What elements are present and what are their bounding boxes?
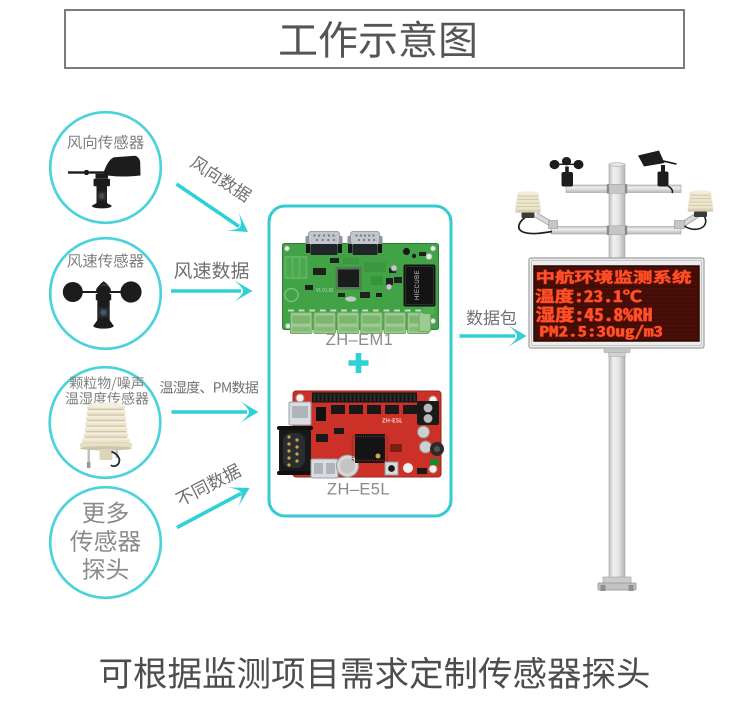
svg-text:ZH–EM1: ZH–EM1 [326, 331, 394, 349]
svg-text:ZH–E5L: ZH–E5L [327, 481, 390, 499]
svg-text:HIECUBE: HIECUBE [415, 270, 421, 300]
